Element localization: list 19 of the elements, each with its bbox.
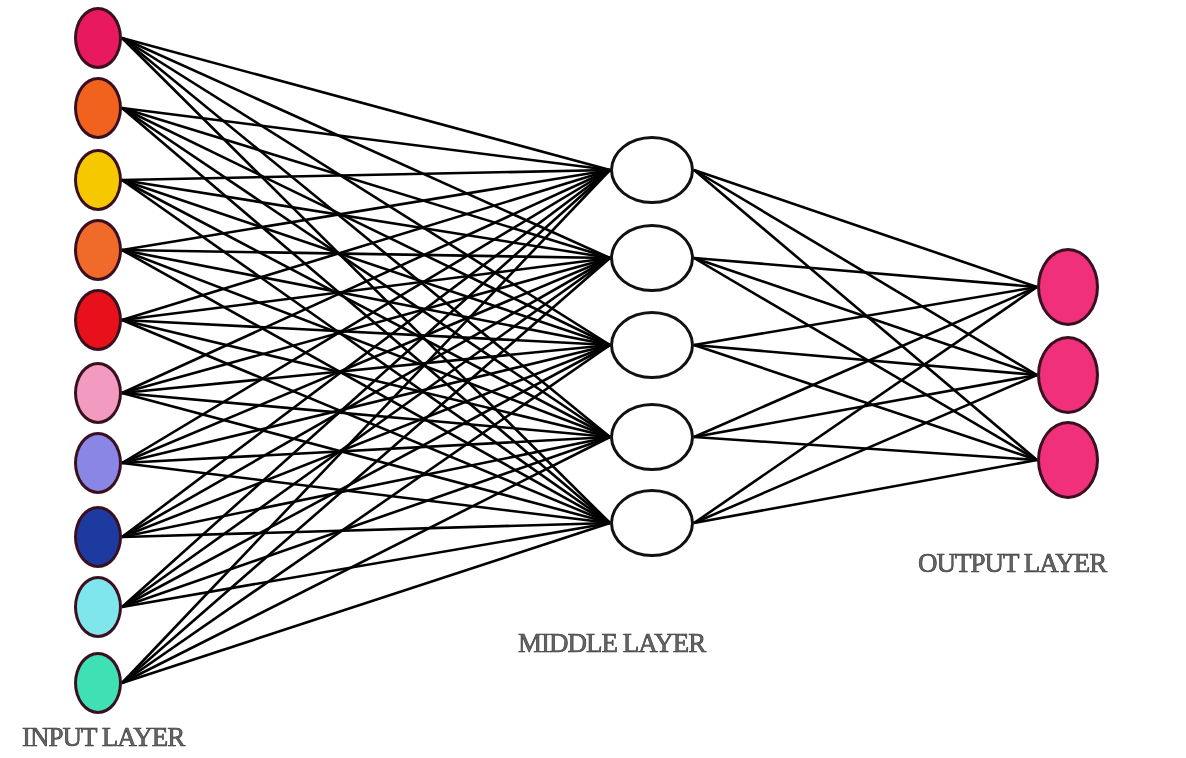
layer-label: MIDDLE LAYER	[518, 628, 706, 659]
neuron-circle	[74, 362, 122, 424]
neuron-circle	[74, 7, 122, 69]
neuron-circle	[74, 652, 122, 714]
connection-line	[121, 521, 611, 685]
neuron-circle	[74, 432, 122, 494]
layer-label: INPUT LAYER	[22, 722, 185, 753]
neuron-circle	[74, 289, 122, 351]
layer-label: OUTPUT LAYER	[918, 548, 1107, 579]
connection-line	[693, 256, 1038, 377]
connection-line	[693, 458, 1038, 525]
neuron-circle	[74, 149, 122, 211]
neuron-circle	[74, 219, 122, 281]
connection-line	[693, 373, 1038, 525]
connection-line	[693, 169, 1038, 461]
neuron-circle	[74, 506, 122, 568]
neuron-circle	[74, 576, 122, 638]
neuron-circle	[74, 77, 122, 139]
connection-line	[693, 168, 1038, 289]
